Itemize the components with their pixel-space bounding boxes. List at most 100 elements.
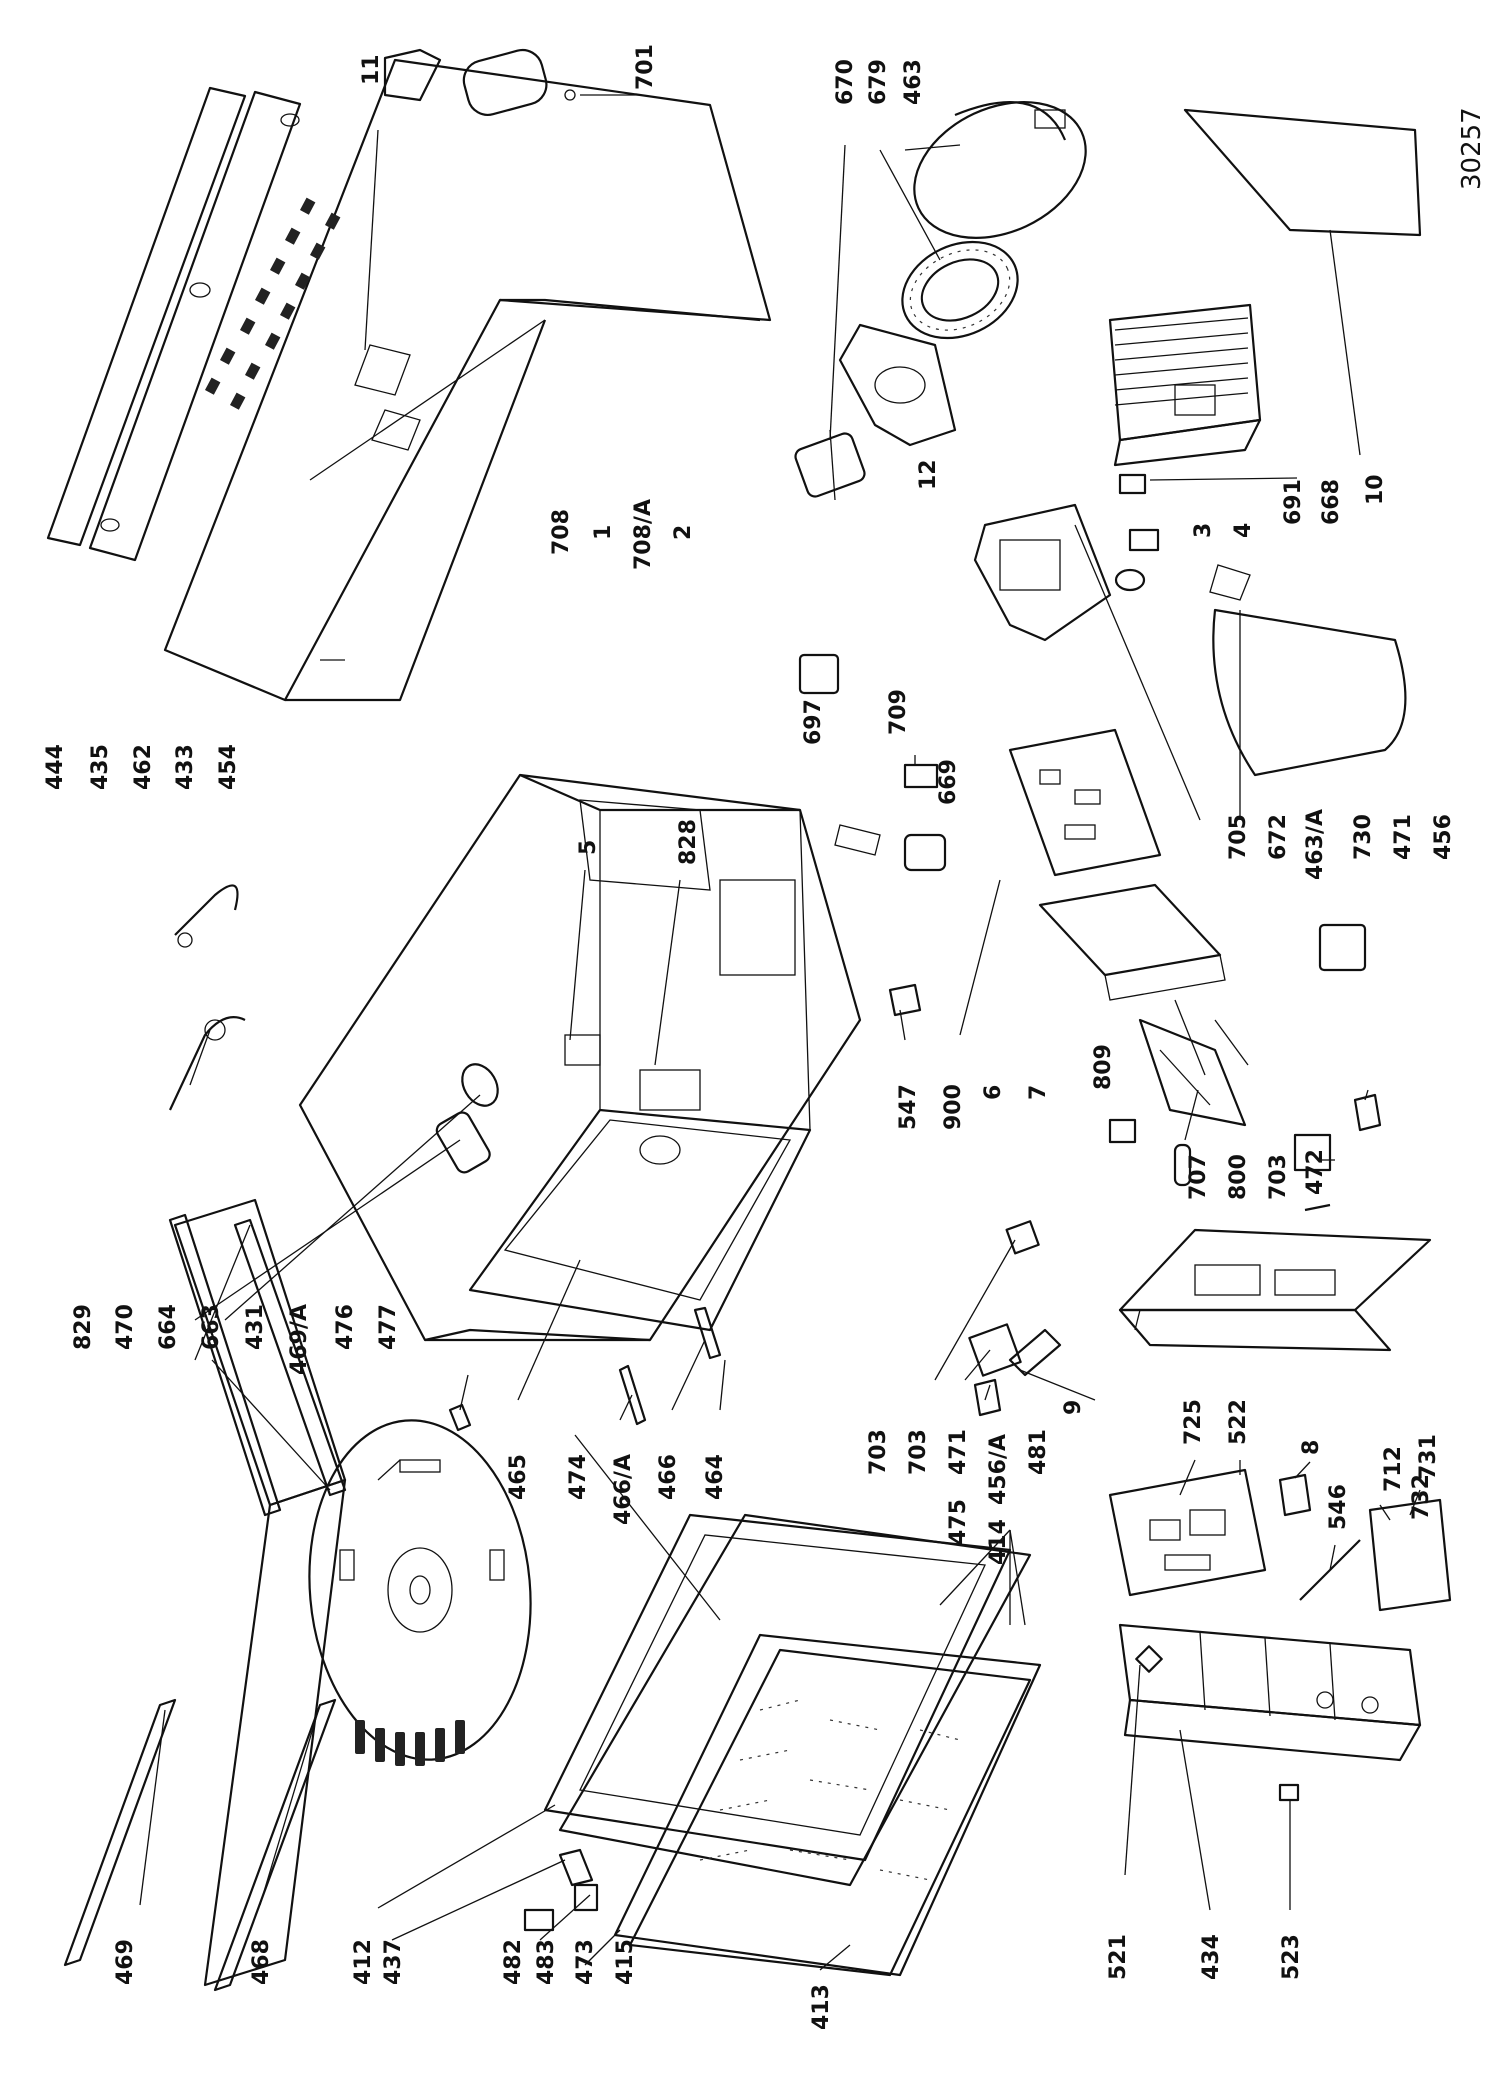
part-474-door-inner bbox=[558, 1513, 1032, 1887]
callout-483: 483 bbox=[534, 1939, 559, 1985]
callout-474: 474 bbox=[566, 1454, 591, 1500]
callout-2: 2 bbox=[671, 525, 696, 540]
part-437-hinge bbox=[558, 1848, 594, 1887]
callout-708: 708 bbox=[549, 509, 574, 555]
part-725-keypad-board bbox=[1108, 1468, 1267, 1597]
callout-466a: 466/A bbox=[611, 1454, 636, 1525]
callout-labels: 444 435 462 433 454 11 701 670 679 463 1… bbox=[43, 44, 1456, 2030]
callout-679: 679 bbox=[866, 59, 891, 105]
part-oven-cavity-chassis bbox=[298, 773, 862, 1342]
callout-669: 669 bbox=[936, 759, 961, 805]
callout-12: 12 bbox=[916, 459, 941, 490]
part-664-lamp-holder bbox=[435, 1111, 491, 1174]
part-707-fuse bbox=[1173, 1143, 1192, 1187]
callout-547: 547 bbox=[896, 1084, 921, 1130]
callout-691: 691 bbox=[1281, 479, 1306, 525]
document-number: 30257 bbox=[1457, 107, 1487, 190]
callout-454: 454 bbox=[216, 744, 241, 790]
callout-730: 730 bbox=[1351, 814, 1376, 860]
part-709-diode bbox=[903, 755, 939, 789]
callout-465: 465 bbox=[506, 1454, 531, 1500]
callout-809: 809 bbox=[1091, 1044, 1116, 1090]
callout-703: 703 bbox=[1266, 1154, 1291, 1200]
callout-829: 829 bbox=[71, 1304, 96, 1350]
part-900-control-board bbox=[1008, 728, 1162, 877]
callout-473: 473 bbox=[573, 1939, 598, 1985]
callout-415: 415 bbox=[613, 1939, 638, 1985]
callout-433: 433 bbox=[173, 744, 198, 790]
callout-462: 462 bbox=[131, 744, 156, 790]
part-697-relay bbox=[798, 653, 840, 695]
callout-482: 482 bbox=[501, 1939, 526, 1985]
part-523-button bbox=[1278, 1783, 1300, 1802]
part-469-rail bbox=[63, 1698, 177, 1967]
part-466-latch bbox=[693, 1306, 722, 1360]
callout-456a: 456/A bbox=[986, 1434, 1011, 1505]
part-462-outer-cabinet bbox=[163, 58, 772, 702]
callout-668: 668 bbox=[1319, 479, 1344, 525]
callout-9: 9 bbox=[1061, 1400, 1086, 1415]
callout-707: 707 bbox=[1186, 1154, 1211, 1200]
callout-431: 431 bbox=[243, 1304, 268, 1350]
callout-732: 732 bbox=[1409, 1474, 1434, 1520]
callout-800: 800 bbox=[1226, 1154, 1251, 1200]
part-670-fan-motor bbox=[794, 429, 866, 501]
callout-663: 663 bbox=[199, 1304, 224, 1350]
part-701-capacitor bbox=[383, 48, 576, 117]
part-473-latch bbox=[573, 1883, 599, 1912]
part-471-lever bbox=[973, 1093, 1382, 1417]
callout-477: 477 bbox=[376, 1304, 401, 1350]
part-668-transformer bbox=[1108, 303, 1262, 467]
callout-7: 7 bbox=[1026, 1085, 1051, 1100]
part-829-cable bbox=[169, 884, 246, 1111]
part-415-door-outer bbox=[613, 1633, 1042, 1977]
part-481-bracket bbox=[1008, 1328, 1062, 1377]
callout-725: 725 bbox=[1181, 1399, 1206, 1445]
callout-11: 11 bbox=[359, 54, 384, 85]
part-413-door-glass bbox=[628, 1648, 1032, 1977]
callout-672: 672 bbox=[1266, 814, 1291, 860]
part-435-rear-panel bbox=[88, 90, 302, 562]
callout-466: 466 bbox=[656, 1454, 681, 1500]
callout-5: 5 bbox=[576, 840, 601, 855]
part-463-fan-housing bbox=[913, 101, 1087, 239]
callout-472: 472 bbox=[1303, 1149, 1328, 1195]
callout-6: 6 bbox=[981, 1085, 1006, 1100]
part-521-knob bbox=[1135, 1645, 1163, 1673]
callout-703b: 703 bbox=[866, 1429, 891, 1475]
part-809-switch bbox=[1108, 1118, 1137, 1144]
callout-456: 456 bbox=[1431, 814, 1456, 860]
callout-10: 10 bbox=[1363, 474, 1388, 505]
callout-523: 523 bbox=[1279, 1934, 1304, 1980]
callout-1: 1 bbox=[591, 525, 616, 540]
callout-464: 464 bbox=[703, 1454, 728, 1500]
callout-709: 709 bbox=[886, 689, 911, 735]
part-705-magnetron bbox=[973, 503, 1112, 642]
part-691-thermal-cutout bbox=[1118, 473, 1147, 495]
part-8-clip bbox=[1278, 1473, 1312, 1517]
callout-900: 900 bbox=[941, 1084, 966, 1130]
part-444-top-strip bbox=[46, 86, 247, 547]
callout-703c: 703 bbox=[906, 1429, 931, 1475]
callout-705: 705 bbox=[1226, 814, 1251, 860]
callout-414: 414 bbox=[986, 1519, 1011, 1565]
callout-470: 470 bbox=[113, 1304, 138, 1350]
part-412-door-frame bbox=[543, 1513, 1012, 1862]
callout-712: 712 bbox=[1381, 1446, 1406, 1492]
callout-697: 697 bbox=[801, 699, 826, 745]
part-3-terminal-block bbox=[1128, 528, 1160, 552]
callout-437: 437 bbox=[381, 1939, 406, 1985]
callout-468: 468 bbox=[249, 1939, 274, 1985]
part-732-board bbox=[1368, 1498, 1452, 1612]
callout-522: 522 bbox=[1226, 1399, 1251, 1445]
part-434-front-panel bbox=[1118, 1623, 1422, 1762]
leader-lines bbox=[139, 94, 1421, 1971]
part-470-rail bbox=[168, 1213, 282, 1517]
callout-469: 469 bbox=[113, 1939, 138, 1985]
part-10-side-panel bbox=[1183, 108, 1422, 237]
callout-469a: 469/A bbox=[287, 1304, 312, 1375]
callout-708a: 708/A bbox=[631, 499, 656, 570]
part-9-support-frame bbox=[1118, 1228, 1432, 1352]
